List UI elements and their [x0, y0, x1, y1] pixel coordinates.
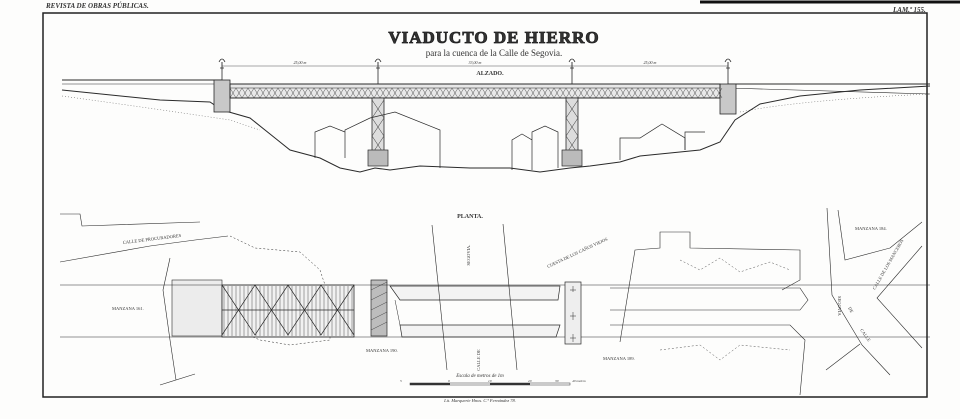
street-canos-viejos: CUESTA DE LOS CAÑOS VIEJOS	[546, 236, 608, 269]
span-label-1: 25,00 m	[294, 60, 307, 66]
scale-tick-40: 40 metros	[572, 379, 586, 383]
title: VIADUCTO DE HIERRO	[388, 28, 599, 47]
street-segovia-bottom: CALLE DE	[476, 349, 481, 371]
elevation-drawing	[61, 58, 931, 173]
span-label-3: 25,00 m	[644, 60, 657, 66]
scale-tick-30: 30	[555, 379, 559, 383]
elevation-label: ALZADO.	[476, 71, 504, 77]
plate-number: LAM.ª 155.	[892, 6, 926, 14]
printer-credit: Lit. Marquerie Hnos. C.ª Fernández 78.	[443, 398, 516, 403]
street-mancebos: CALLE DE LOS MANCEBOS	[872, 238, 905, 291]
block-184: MANZANA 184.	[855, 226, 887, 231]
scale-tick-0: 0	[448, 379, 450, 383]
scale-tick-5: 5	[400, 379, 402, 383]
scale-bar	[409, 382, 571, 386]
journal-name: REVISTA DE OBRAS PÚBLICAS.	[45, 2, 149, 10]
span-label-2: 33,00 m	[469, 60, 482, 66]
street-right-1: SEGOVIA	[837, 296, 842, 316]
subtitle: para la cuenca de la Calle de Segovia.	[426, 48, 562, 58]
plan-label: PLANTA.	[457, 214, 483, 220]
street-right-3: CALLE	[859, 328, 872, 343]
sheet-frame	[42, 12, 928, 398]
block-161: MANZANA 161.	[112, 306, 144, 311]
street-segovia-top: SEGOVIA.	[466, 245, 471, 266]
block-190: MANZANA 190.	[366, 348, 398, 353]
scale-tick-10: 10	[488, 379, 492, 383]
plan-drawing	[59, 207, 930, 396]
scale-tick-20: 20	[528, 379, 532, 383]
street-right-2: DE	[847, 306, 854, 314]
block-189: MANZANA 189.	[603, 356, 635, 361]
scale-title: Escala de metros de 1m	[455, 374, 504, 379]
